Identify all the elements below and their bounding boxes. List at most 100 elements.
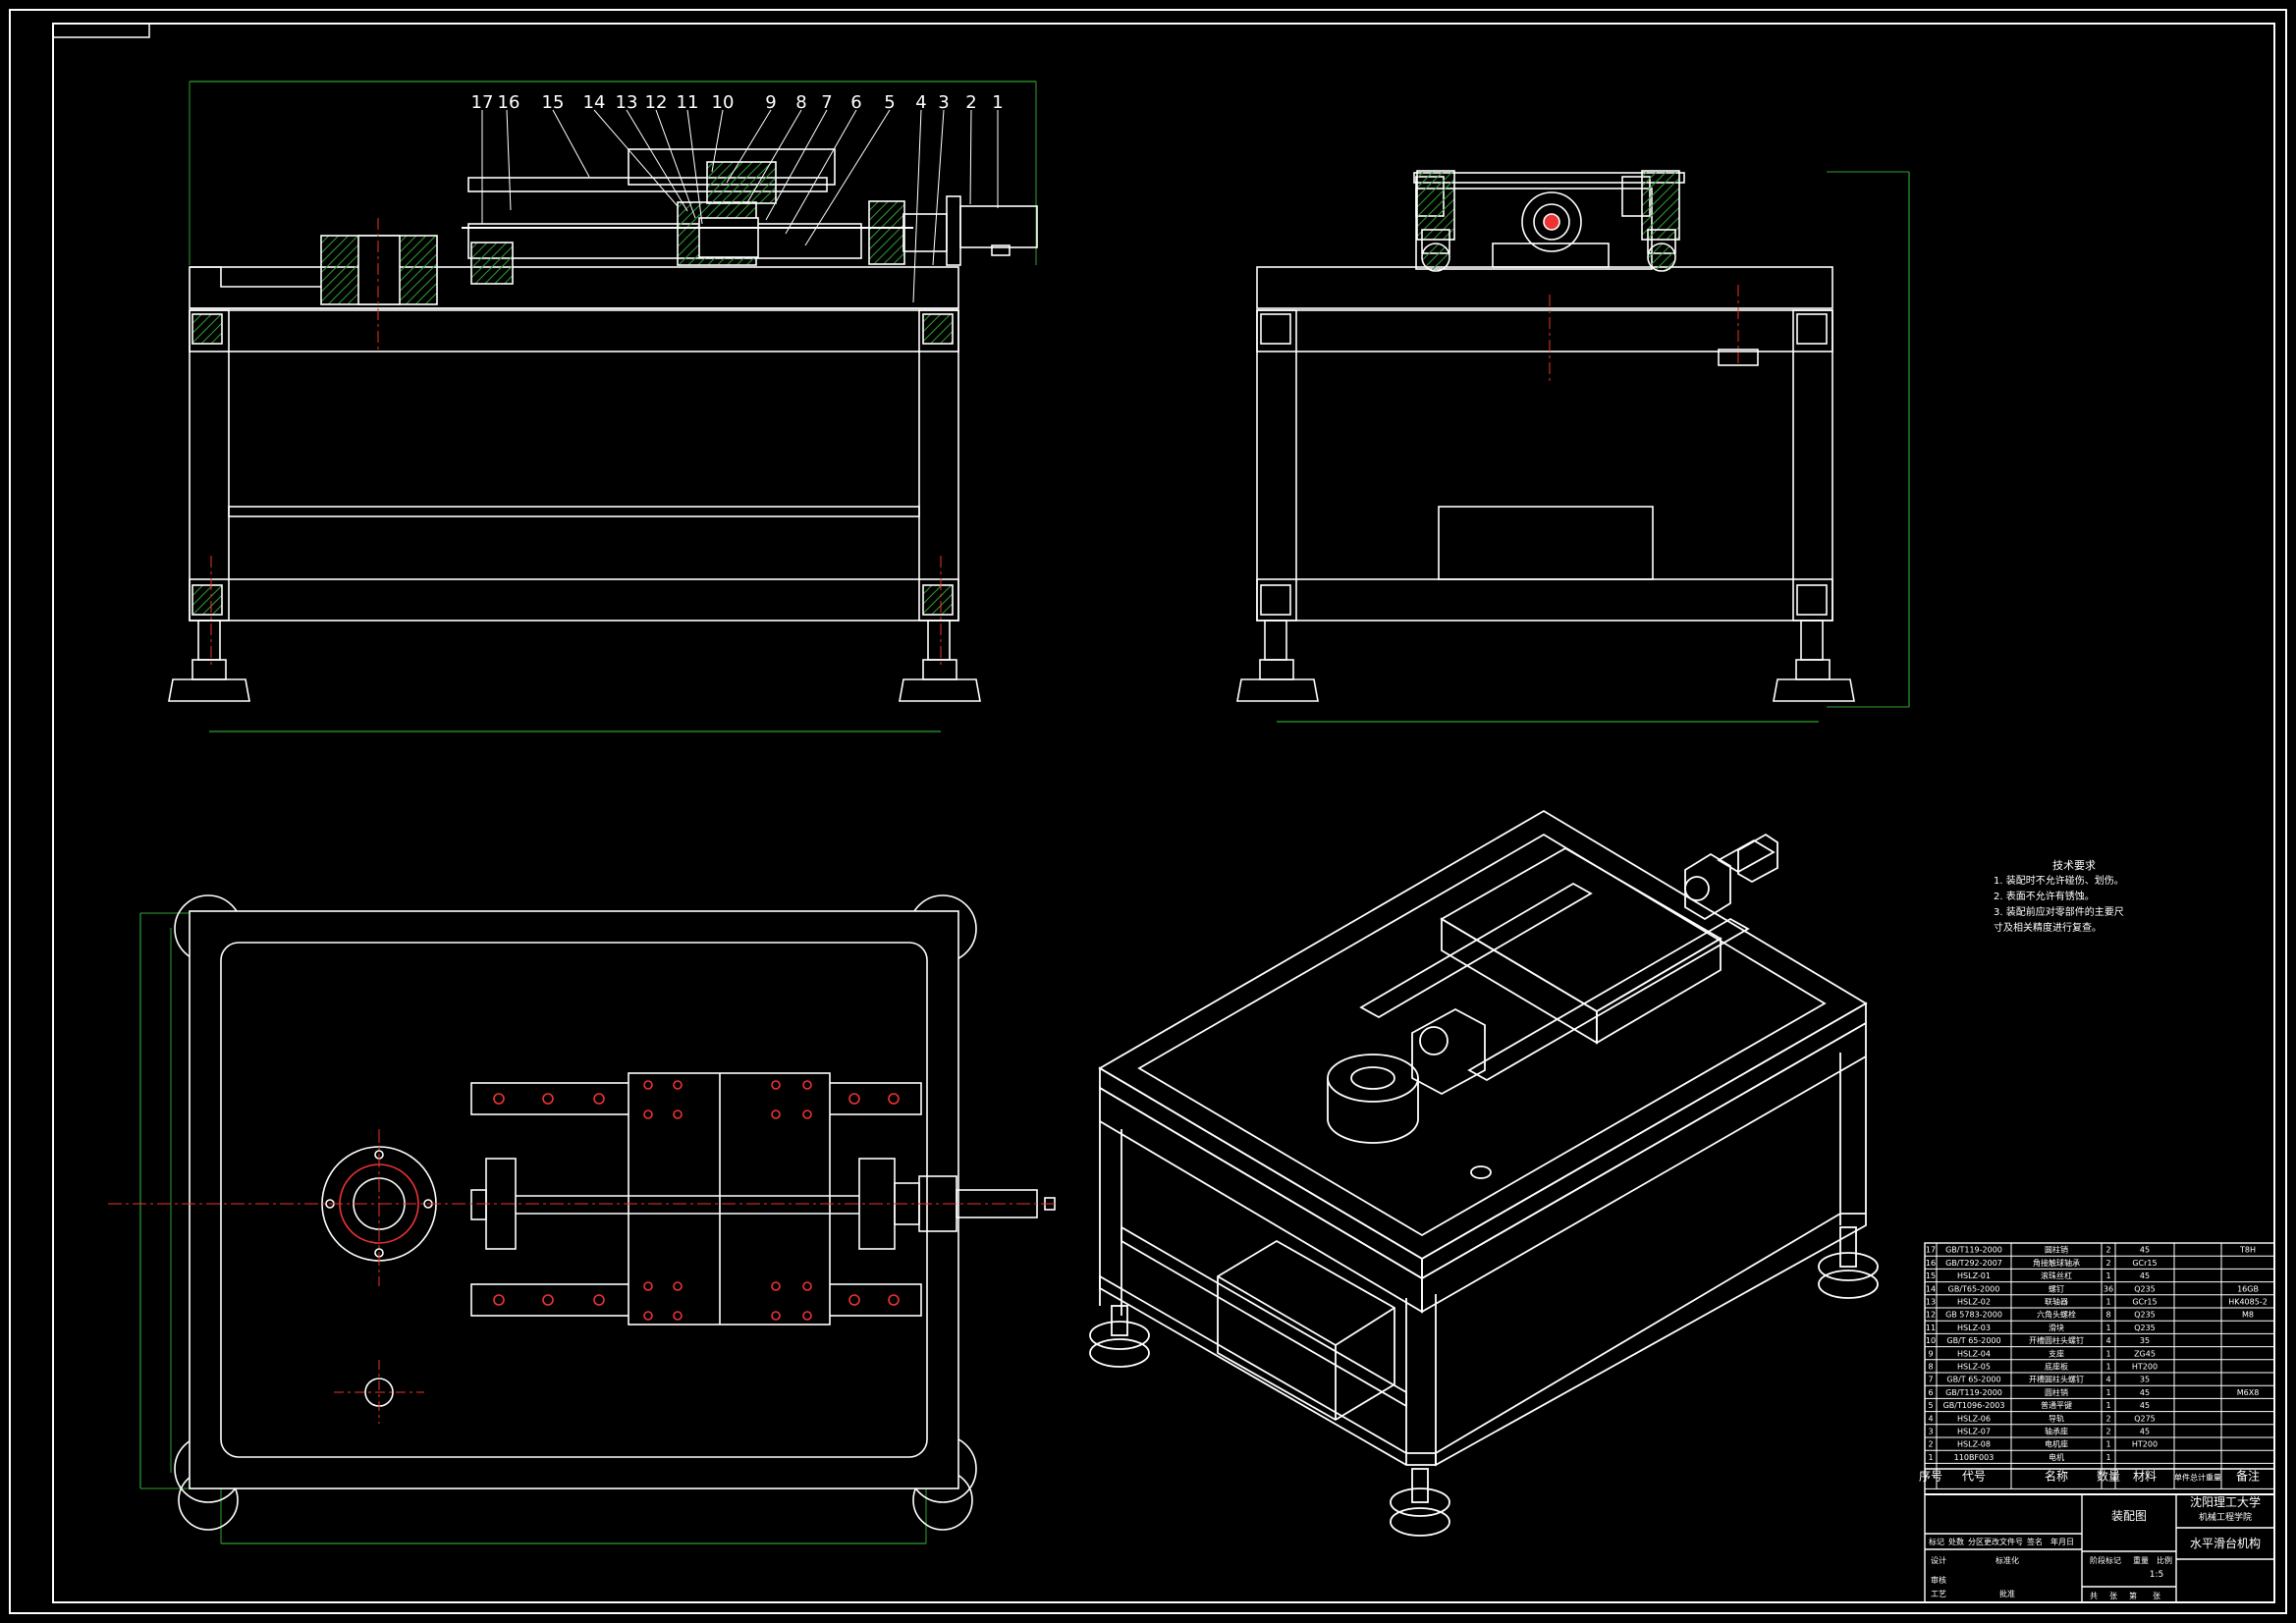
parts-cell-code: HSLZ-06 [1957,1414,1991,1423]
technical-requirement-3: 3. 装配前应对零部件的主要尺 [1994,907,2124,918]
sign-label-process: 工艺 [1931,1590,1946,1598]
parts-cell-qty: 4 [2105,1336,2110,1345]
parts-cell-no: 3 [1928,1428,1933,1436]
parts-cell-name: 电机座 [2045,1439,2068,1449]
parts-cell-no: 15 [1926,1271,1936,1280]
parts-cell-code: GB/T119-2000 [1945,1246,2002,1255]
balloon-8: 8 [795,92,806,113]
parts-cell-no: 8 [1928,1363,1933,1372]
parts-cell-material: Q275 [2134,1414,2156,1423]
parts-cell-code: HSLZ-05 [1957,1363,1991,1372]
parts-cell-code: 110BF003 [1954,1453,1995,1462]
revision-label-zone: 分区 [1968,1538,1984,1546]
sheet-label-no: 第 [2129,1591,2137,1600]
revision-label-count: 处数 [1948,1537,1964,1546]
balloon-4: 4 [915,92,926,113]
parts-cell-no: 6 [1928,1388,1933,1397]
parts-cell-no: 7 [1928,1376,1933,1384]
balloon-1: 1 [992,92,1003,113]
balloon-15: 15 [542,92,565,113]
sign-label-standard: 标准化 [1995,1555,2019,1565]
parts-cell-material: GCr15 [2132,1298,2157,1307]
balloon-10: 10 [712,92,735,113]
parts-cell-name: 圆柱销 [2045,1245,2068,1255]
balloon-13: 13 [616,92,638,113]
top-view [108,894,1056,1544]
parts-cell-material: 45 [2140,1246,2150,1255]
parts-cell-name: 电机 [2049,1452,2064,1462]
parts-cell-no: 10 [1926,1336,1936,1345]
balloon-5: 5 [884,92,895,113]
parts-cell-code: HSLZ-07 [1957,1428,1991,1436]
revision-label-date: 年月日 [2050,1537,2074,1546]
sign-label-design: 设计 [1931,1555,1946,1565]
sheet-label-sheet2: 张 [2153,1592,2160,1600]
inner-drawing-frame [52,23,2275,1603]
balloon-3: 3 [938,92,949,113]
parts-cell-material: HT200 [2132,1363,2158,1372]
parts-cell-name: 支座 [2049,1348,2064,1358]
balloon-6: 6 [850,92,861,113]
balloon-12: 12 [645,92,668,113]
parts-cell-material: Q235 [2134,1311,2156,1320]
technical-requirement-4: 寸及相关精度进行复查。 [1994,923,2102,934]
parts-cell-qty: 1 [2105,1440,2110,1449]
parts-cell-note: HK4085-2 [2228,1298,2268,1307]
parts-cell-qty: 2 [2105,1414,2110,1423]
parts-cell-material: 35 [2140,1336,2150,1345]
parts-cell-no: 17 [1926,1246,1936,1255]
parts-cell-qty: 1 [2105,1298,2110,1307]
parts-cell-no: 12 [1926,1311,1936,1320]
parts-cell-qty: 1 [2105,1271,2110,1280]
revision-label-doc: 更改文件号 [1984,1537,2023,1546]
parts-cell-qty: 1 [2105,1349,2110,1358]
revision-label-mark: 标记 [1929,1537,1944,1546]
parts-cell-code: GB/T119-2000 [1945,1388,2002,1397]
parts-cell-no: 14 [1926,1284,1936,1293]
parts-cell-name: 圆柱销 [2045,1387,2068,1397]
parts-cell-material: HT200 [2132,1440,2158,1449]
parts-cell-name: 轴承座 [2045,1427,2068,1436]
balloon-11: 11 [677,92,699,113]
parts-cell-no: 2 [1928,1440,1933,1449]
parts-cell-no: 13 [1926,1298,1936,1307]
balloon-17: 17 [471,92,494,113]
parts-cell-qty: 1 [2105,1363,2110,1372]
technical-requirement-1: 1. 装配时不允许碰伤、划伤。 [1994,876,2124,887]
stage-label-mark: 阶段标记 [2090,1555,2121,1565]
parts-cell-material: 45 [2140,1388,2150,1397]
parts-cell-code: HSLZ-08 [1957,1440,1991,1449]
parts-cell-code: HSLZ-01 [1957,1271,1991,1280]
parts-cell-material: 45 [2140,1271,2150,1280]
outer-sheet-border [9,9,2287,1614]
balloon-7: 7 [821,92,832,113]
parts-header-cell: 材料 [2133,1469,2157,1483]
parts-cell-no: 5 [1928,1401,1933,1410]
technical-requirements-title: 技术要求 [2052,859,2096,872]
parts-cell-note: T8H [2239,1246,2256,1255]
balloon-2: 2 [965,92,976,113]
parts-cell-no: 1 [1928,1453,1933,1462]
parts-cell-qty: 1 [2105,1401,2110,1410]
parts-cell-material: 45 [2140,1428,2150,1436]
product-name: 水平滑台机构 [2190,1536,2261,1550]
parts-cell-name: 普通平键 [2041,1400,2072,1410]
technical-requirements: 技术要求 1. 装配时不允许碰伤、划伤。 2. 表面不允许有锈蚀。 3. 装配前… [1994,858,2210,937]
stage-label-scale: 比例 [2157,1555,2172,1565]
stage-label-weight: 重量 [2133,1555,2149,1565]
parts-cell-material: 45 [2140,1401,2150,1410]
parts-cell-name: 底座板 [2045,1362,2068,1372]
parts-cell-qty: 2 [2105,1428,2110,1436]
drawing-name: 装配图 [2111,1509,2147,1523]
sheet-label-sheet1: 张 [2109,1592,2117,1600]
parts-cell-code: HSLZ-04 [1957,1349,1991,1358]
parts-cell-code: HSLZ-03 [1957,1324,1991,1332]
parts-cell-code: GB 5783-2000 [1945,1311,2002,1320]
title-block-text: 沈阳理工大学 机械工程学院 装配图 水平滑台机构 1:5 标记 处数 分区 更改… [1929,1494,2261,1600]
corner-tag [52,23,150,38]
sign-label-approve: 批准 [1999,1589,2015,1598]
parts-cell-note: 16GB [2237,1284,2259,1293]
scale-value: 1:5 [2150,1570,2163,1580]
parts-header-cell: 名称 [2045,1468,2068,1483]
parts-cell-name: 滚珠丝杠 [2041,1271,2072,1280]
